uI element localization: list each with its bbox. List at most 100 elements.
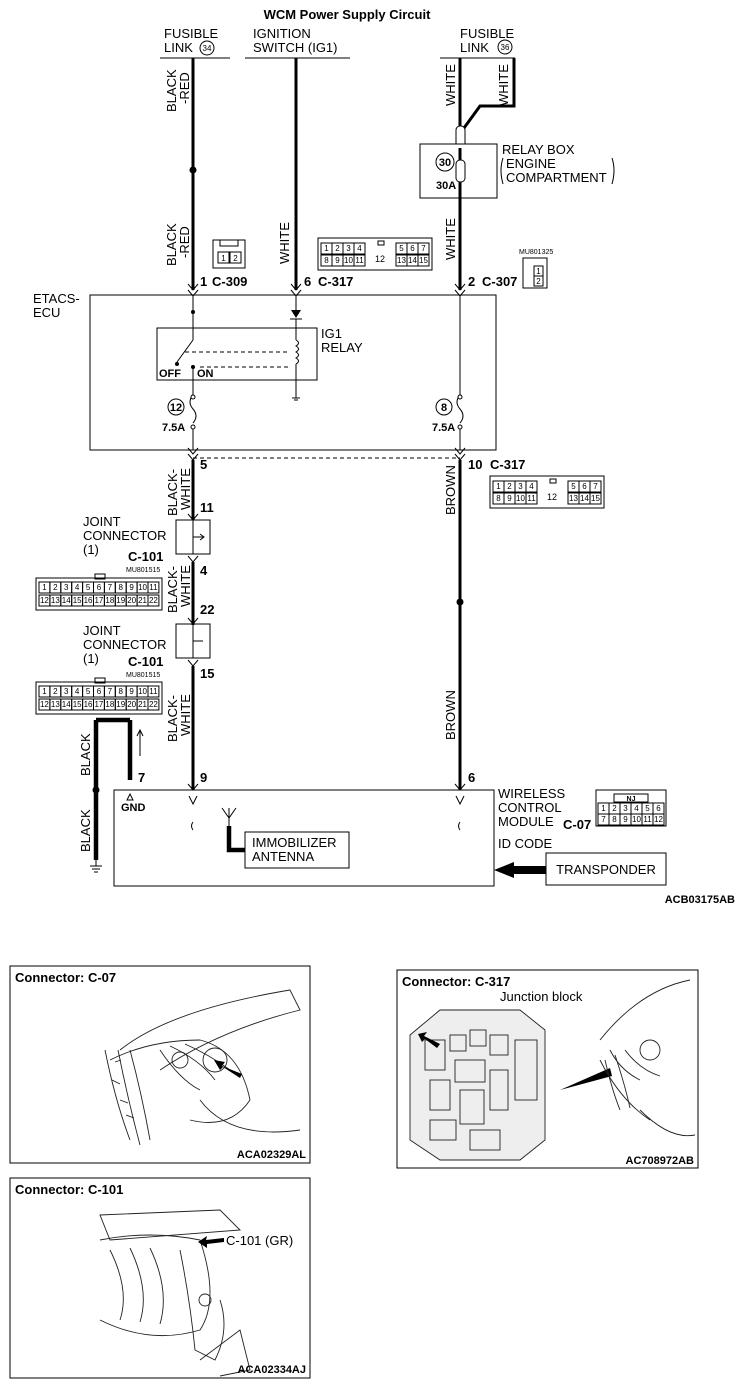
connector-c317-cell (353, 254, 366, 267)
pin-c317b: C-317 (490, 457, 525, 472)
wire-label-black-red-2b: -RED (177, 226, 192, 258)
panel-c317-illustration (409, 979, 696, 1161)
wire-label-brown-1: BROWN (443, 465, 458, 515)
figure-code: ACB03175AB (665, 894, 735, 906)
connector-c317-pin: 10 (516, 494, 525, 503)
connector-c101-pin: 18 (105, 700, 114, 709)
connector-c101-pin: 18 (105, 596, 114, 605)
relay-box-paren-right (611, 157, 615, 185)
connector-c07-pin: 6 (656, 804, 661, 813)
wire-label-white-ig1: WHITE (277, 222, 292, 264)
fusible-link-36-label-2: LINK (460, 40, 489, 55)
ig1-relay-box (156, 327, 318, 381)
connector-c317-pin: 14 (408, 256, 417, 265)
pin-22: 22 (200, 602, 214, 617)
ignition-switch-label-2: SWITCH (IG1) (253, 40, 338, 55)
connector-c317-pin: 4 (529, 482, 534, 491)
connector-c317-pin: 3 (346, 244, 351, 253)
relay-box-paren-left (500, 157, 504, 185)
panel-c07-illustration (104, 989, 301, 1146)
pin-6b: 6 (468, 770, 475, 785)
pin-9: 9 (200, 770, 207, 785)
connector-c317-cell (417, 254, 430, 267)
connector-c07-pin: 10 (632, 815, 641, 824)
panel-c317-subtitle: Junction block (500, 989, 583, 1004)
gnd-symbol (126, 792, 134, 801)
id-code-arrow (494, 862, 548, 878)
connector-c309-pin-1: 1 (221, 254, 226, 263)
connector-c101-pin: 19 (116, 700, 125, 709)
pin-1: 1 (200, 274, 207, 289)
id-code-label: ID CODE (498, 836, 553, 851)
connector-c101-pin: 6 (97, 583, 102, 592)
connector-c317-pin: 1 (324, 244, 329, 253)
pin-10: 10 (468, 457, 482, 472)
wire-label-white-1: WHITE (443, 64, 458, 106)
wcm-label-2: CONTROL (498, 800, 562, 815)
transponder-box (545, 852, 667, 886)
connector-c317-pin: 8 (496, 494, 501, 503)
connector-c101-pin: 2 (53, 583, 58, 592)
joint-2-label-2: CONNECTOR (83, 637, 167, 652)
splice-point-1 (189, 166, 197, 174)
pin-2: 2 (468, 274, 475, 289)
fusible-link-34-label-1: FUSIBLE (164, 26, 219, 41)
connector-c317-pin: 5 (399, 244, 404, 253)
connector-c317-mid-pin: 12 (375, 254, 385, 264)
joint-2-mu-code: MU801515 (126, 672, 160, 679)
connector-c101-pin: 20 (127, 700, 136, 709)
panel-c07-title: Connector: C-07 (15, 970, 116, 985)
connector-c101-pin: 4 (75, 687, 80, 696)
connector-c309-pin-2: 2 (233, 254, 238, 263)
fusible-link-34-number: 34 (203, 44, 212, 53)
etacs-ecu-label-2: ECU (33, 305, 60, 320)
transponder-label: TRANSPONDER (556, 862, 656, 877)
connector-c07-pin: 3 (623, 804, 628, 813)
connector-c317-pin: 2 (335, 244, 340, 253)
fuse-12-number: 12 (170, 402, 182, 414)
diagram-title: WCM Power Supply Circuit (264, 7, 432, 22)
fusible-link-36-number: 36 (501, 43, 510, 52)
connector-c101-pin: 8 (119, 583, 124, 592)
relay-box-label-1: RELAY BOX (502, 142, 575, 157)
connector-c101-pin: 4 (75, 583, 80, 592)
wire-label-black-red-1b: -RED (177, 72, 192, 104)
fuse-12-circle (167, 398, 185, 416)
connector-c101-pin: 16 (84, 700, 93, 709)
connector-c101-pin: 2 (53, 687, 58, 696)
relay-box-label-2: ENGINE (506, 156, 556, 171)
connector-c317-pin: 1 (496, 482, 501, 491)
joint-1-label-1: JOINT (83, 514, 121, 529)
ig1-relay-label-1: IG1 (321, 326, 342, 341)
connector-c07-pin: 11 (643, 815, 652, 824)
wire-label-black-red-2a: BLACK (164, 223, 179, 266)
connector-c07-pin: 8 (612, 815, 617, 824)
etacs-ecu-label-1: ETACS- (33, 291, 80, 306)
connector-c07-pin: 9 (623, 815, 628, 824)
connector-c101-pin: 12 (40, 596, 49, 605)
connector-c101-pin: 20 (127, 596, 136, 605)
connector-c07-pin: 7 (601, 815, 606, 824)
ig1-relay-coil (295, 339, 299, 365)
relay-off-label: OFF (159, 368, 181, 380)
pin-5: 5 (200, 457, 207, 472)
wcm-connector: C-07 (563, 817, 591, 832)
connector-c101-pin: 10 (138, 583, 147, 592)
direction-arrow (136, 728, 144, 756)
connector-c317-mid-pin: 12 (547, 492, 557, 502)
immobilizer-label-1: IMMOBILIZER (252, 835, 337, 850)
connector-c101-pin: 11 (149, 687, 158, 696)
joint-1-label-2: CONNECTOR (83, 528, 167, 543)
connector-c101-pin: 3 (64, 583, 69, 592)
etacs-ecu-box (89, 294, 497, 451)
connector-c317-pin: 9 (335, 256, 340, 265)
joint-2-label-3: (1) (83, 651, 99, 666)
connector-c317-pin: 10 (344, 256, 353, 265)
wcm-label-1: WIRELESS (498, 786, 566, 801)
connector-c317-pin: 6 (582, 482, 587, 491)
wire-white-b (462, 58, 516, 129)
connector-c317-pin: 15 (591, 494, 600, 503)
connector-c101-pin: 6 (97, 687, 102, 696)
connector-c317-cell (525, 480, 538, 493)
